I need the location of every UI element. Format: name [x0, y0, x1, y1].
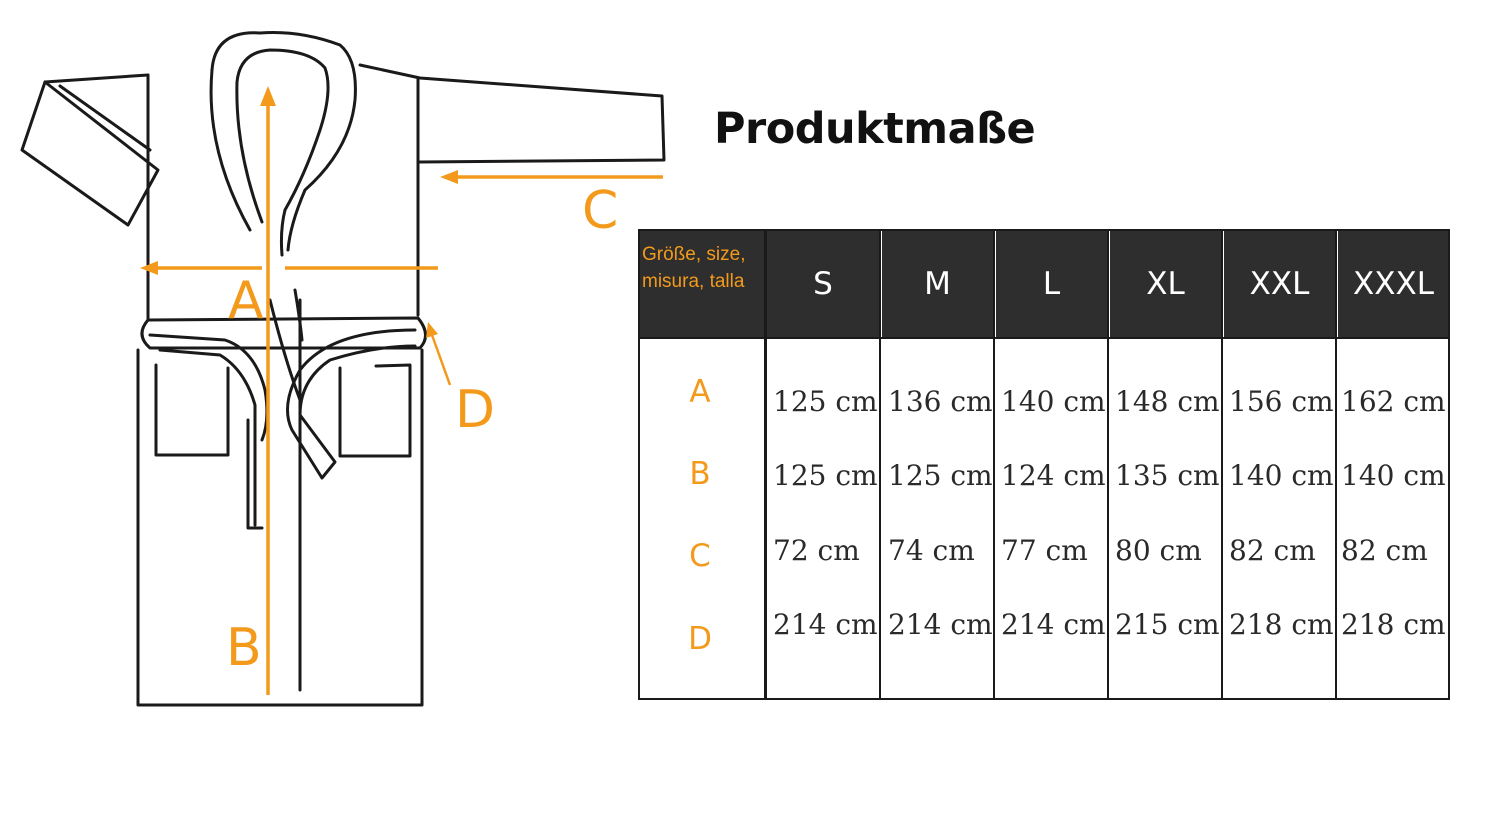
size-header-xxxl: XXXL [1338, 231, 1449, 337]
table-border-top [638, 229, 1450, 231]
row-label-c: C [689, 538, 711, 574]
column-divider [1107, 229, 1109, 700]
size-header-m: M [882, 231, 993, 337]
table-cell: 148 cm [1115, 385, 1220, 418]
marker-a: A [228, 271, 264, 331]
table-cell: 162 cm [1341, 385, 1446, 418]
table-border-bottom [638, 698, 1450, 700]
column-divider [1221, 229, 1223, 700]
table-cell: 218 cm [1229, 608, 1334, 641]
marker-d: D [455, 380, 495, 440]
table-cell: 135 cm [1115, 459, 1220, 492]
row-label-a: A [689, 374, 711, 410]
column-divider [879, 229, 881, 700]
table-cell: 140 cm [1229, 459, 1334, 492]
table-cell: 214 cm [888, 608, 993, 641]
row-label-b: B [689, 456, 711, 492]
bathrobe-diagram: A B C D [20, 31, 666, 707]
table-cell: 125 cm [888, 459, 993, 492]
page-title: Produktmaße [714, 104, 1036, 154]
table-cell: 82 cm [1229, 534, 1316, 567]
marker-c: C [582, 181, 618, 241]
size-header-s: S [767, 231, 879, 337]
table-cell: 214 cm [773, 608, 878, 641]
table-border-left [638, 229, 640, 700]
column-divider [993, 229, 995, 700]
table-cell: 72 cm [773, 534, 860, 567]
row-label-d: D [688, 621, 712, 657]
table-cell: 140 cm [1341, 459, 1446, 492]
table-cell: 214 cm [1001, 608, 1106, 641]
table-header-divider [638, 337, 1450, 339]
table-cell: 136 cm [888, 385, 993, 418]
table-cell: 82 cm [1341, 534, 1428, 567]
size-header-label: Größe, size, misura, talla [642, 244, 746, 292]
column-divider [764, 229, 767, 700]
table-cell: 125 cm [773, 459, 878, 492]
table-cell: 125 cm [773, 385, 878, 418]
header-corner-cell [639, 231, 764, 337]
table-cell: 140 cm [1001, 385, 1106, 418]
table-cell: 218 cm [1341, 608, 1446, 641]
table-cell: 80 cm [1115, 534, 1202, 567]
table-cell: 124 cm [1001, 459, 1106, 492]
table-cell: 156 cm [1229, 385, 1334, 418]
column-divider [1335, 229, 1337, 700]
table-cell: 215 cm [1115, 608, 1220, 641]
table-cell: 74 cm [888, 534, 975, 567]
marker-b: B [226, 618, 262, 678]
table-border-right [1448, 229, 1450, 700]
size-header-l: L [996, 231, 1107, 337]
size-header-xl: XL [1110, 231, 1221, 337]
table-cell: 77 cm [1001, 534, 1088, 567]
size-header-xxl: XXL [1224, 231, 1335, 337]
